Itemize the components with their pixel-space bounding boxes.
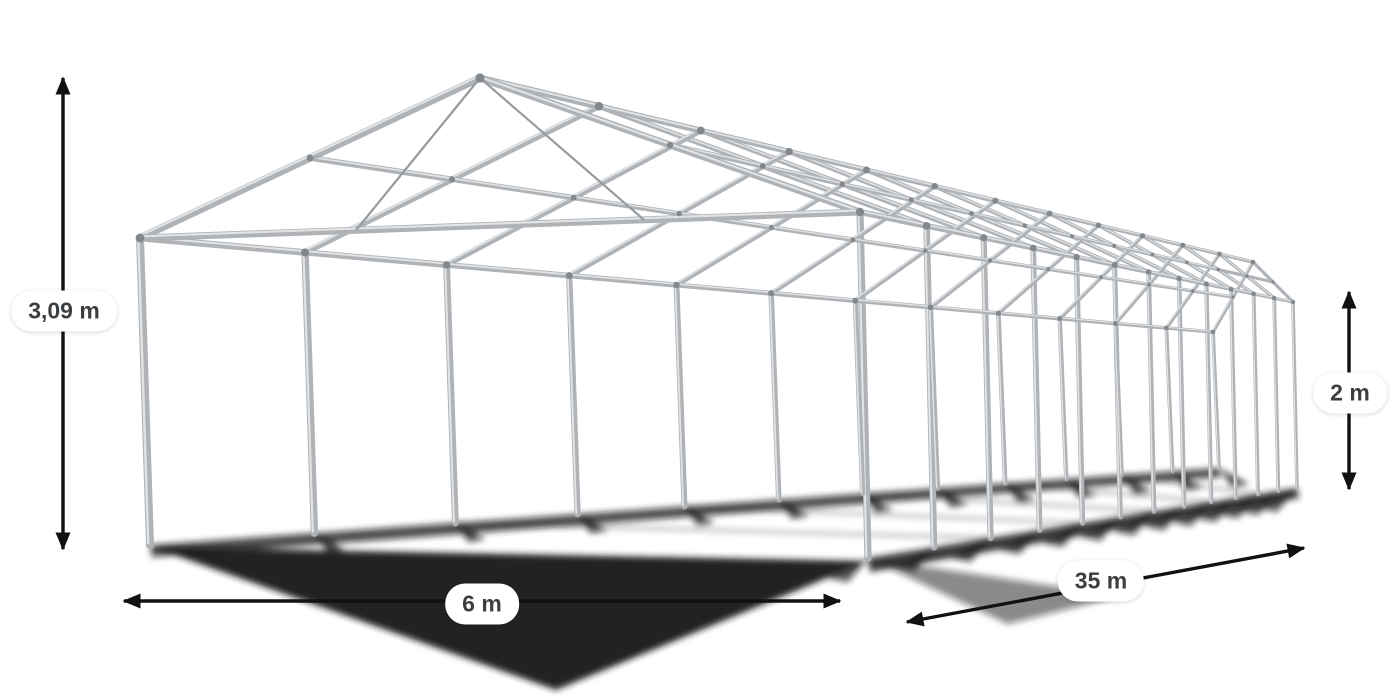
dimension-label-ridge-height: 3,09 m [11,290,117,332]
dimension-label-side-height: 2 m [1313,372,1387,414]
tent-frame [135,73,1299,562]
dimension-label-width: 6 m [445,583,519,625]
dimension-label-length: 35 m [1057,560,1145,602]
